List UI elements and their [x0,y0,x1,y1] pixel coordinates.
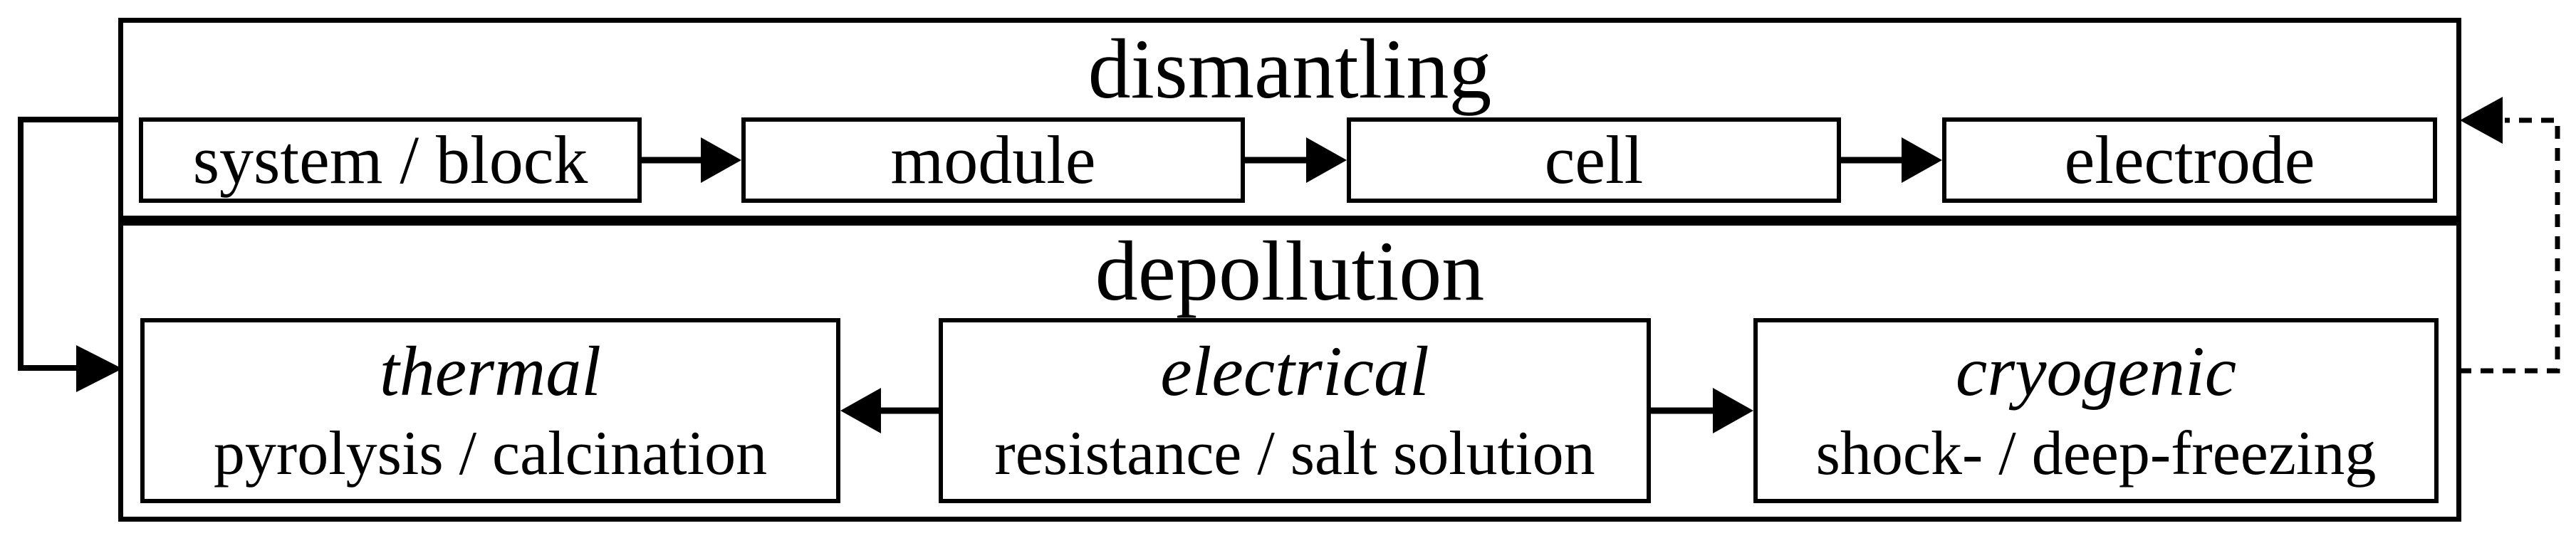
depollution-title: depollution [1095,223,1485,318]
method-detail: pyrolysis / calcination [213,419,768,488]
step-label: electrode [2064,122,2315,198]
method-name: cryogenic [1955,332,2237,411]
feedback-right-connector [2458,97,2560,374]
dismantling-title: dismantling [1088,21,1492,116]
dismantling-section [118,18,2461,221]
method-box-thermal: thermal pyrolysis / calcination [140,318,840,503]
method-name: thermal [379,332,602,411]
feedback-left-connector [18,117,122,392]
step-box-module: module [741,117,1245,203]
method-box-electrical: electrical resistance / salt solution [939,318,1651,503]
step-label: system / block [192,122,588,198]
method-name: electrical [1160,332,1429,411]
step-box-system-block: system / block [139,117,642,203]
step-box-electrode: electrode [1942,117,2437,203]
method-detail: shock- / deep-freezing [1815,419,2377,488]
method-detail: resistance / salt solution [994,419,1595,488]
step-label: module [890,122,1096,198]
method-box-cryogenic: cryogenic shock- / deep-freezing [1753,318,2439,503]
step-box-cell: cell [1347,117,1841,203]
step-label: cell [1544,122,1644,198]
depollution-section [118,221,2461,522]
